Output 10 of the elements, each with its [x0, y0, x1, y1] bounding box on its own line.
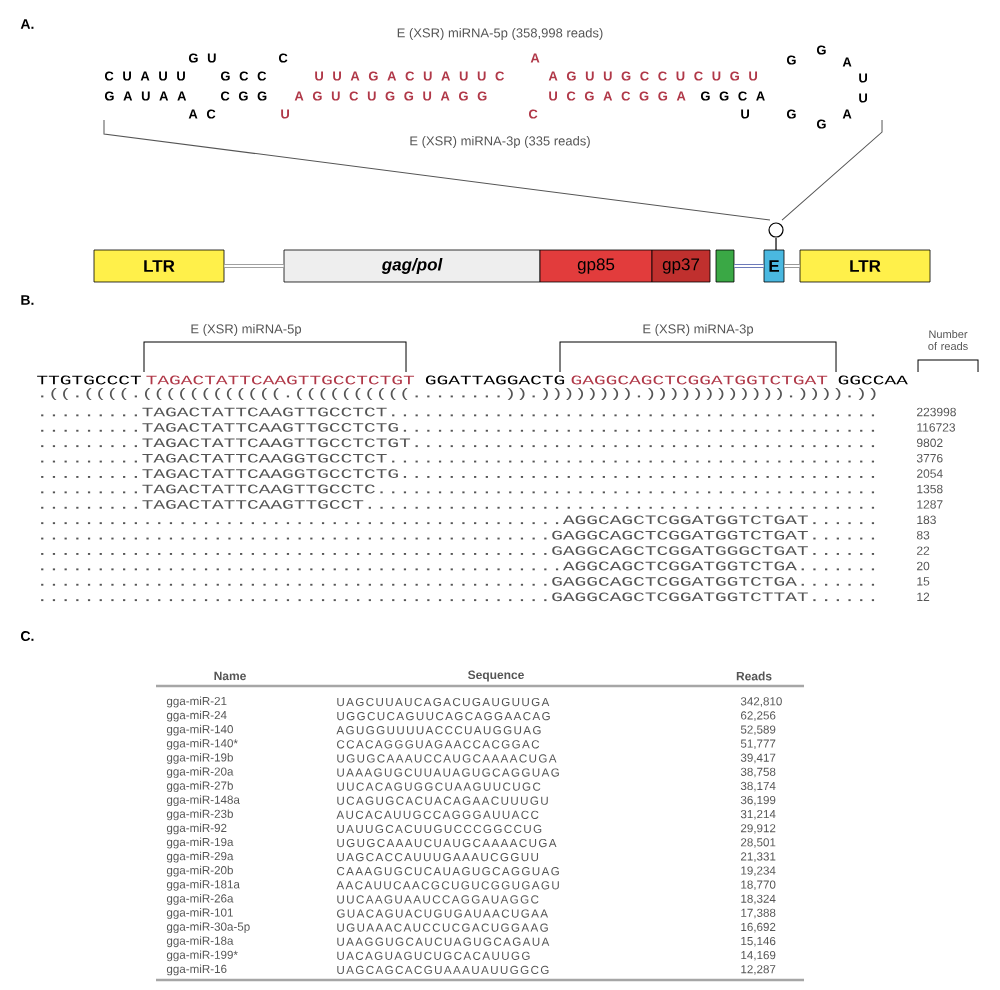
genome-segment-box: E [763, 249, 785, 283]
genome-segment-box: gag/pol [283, 249, 541, 283]
connector-line [734, 264, 764, 268]
connector-line [784, 264, 800, 268]
genome-segment-box: gp37 [651, 249, 711, 283]
genome-segment-box: LTR [93, 249, 225, 283]
genome-segment-box: gp85 [539, 249, 653, 283]
genome-segment-box [715, 249, 735, 283]
connector-line [224, 264, 284, 268]
genome-segment-box: LTR [799, 249, 931, 283]
